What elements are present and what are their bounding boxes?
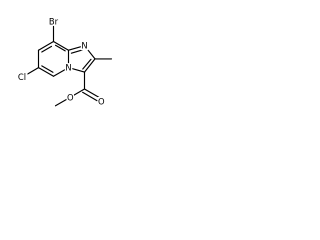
bond-c8a-n1-inner (70, 49, 83, 54)
atom-label-n-bridge: N (65, 63, 71, 73)
bond-ccarb-o-carbonyl-b (82, 91, 98, 102)
atom-o-ester: O (66, 92, 74, 102)
atom-labels: Br Cl N N O O (16, 16, 106, 107)
bond-c7-c8-inner (41, 45, 53, 53)
atom-label-cl: Cl (18, 72, 26, 82)
atom-o-carbonyl: O (97, 97, 106, 107)
atom-br: Br (47, 16, 60, 27)
atom-label-n-ring: N (81, 41, 87, 51)
bond-c7-c8 (37, 40, 55, 51)
atom-cl: Cl (16, 72, 28, 82)
atom-label-br: Br (49, 17, 59, 27)
bond-c6-cl (26, 67, 40, 75)
atom-n-ring: N (80, 41, 89, 51)
atom-label-o-carbonyl: O (98, 97, 105, 107)
chemical-structure: Br Cl N N O O (16, 16, 113, 107)
bond-ccarb-o-carbonyl-a (83, 88, 100, 98)
bond-c2-c3-inner (82, 58, 92, 70)
bond-c2-c3 (83, 58, 96, 73)
bond-c8-c8a (52, 40, 70, 51)
bond-c5-c6-inner (41, 65, 54, 73)
bond-c5-c6 (37, 67, 55, 77)
atom-label-o-ester: O (67, 92, 74, 102)
atom-n-bridge: N (64, 63, 73, 73)
bond-c8-c8a-inner (54, 44, 66, 52)
